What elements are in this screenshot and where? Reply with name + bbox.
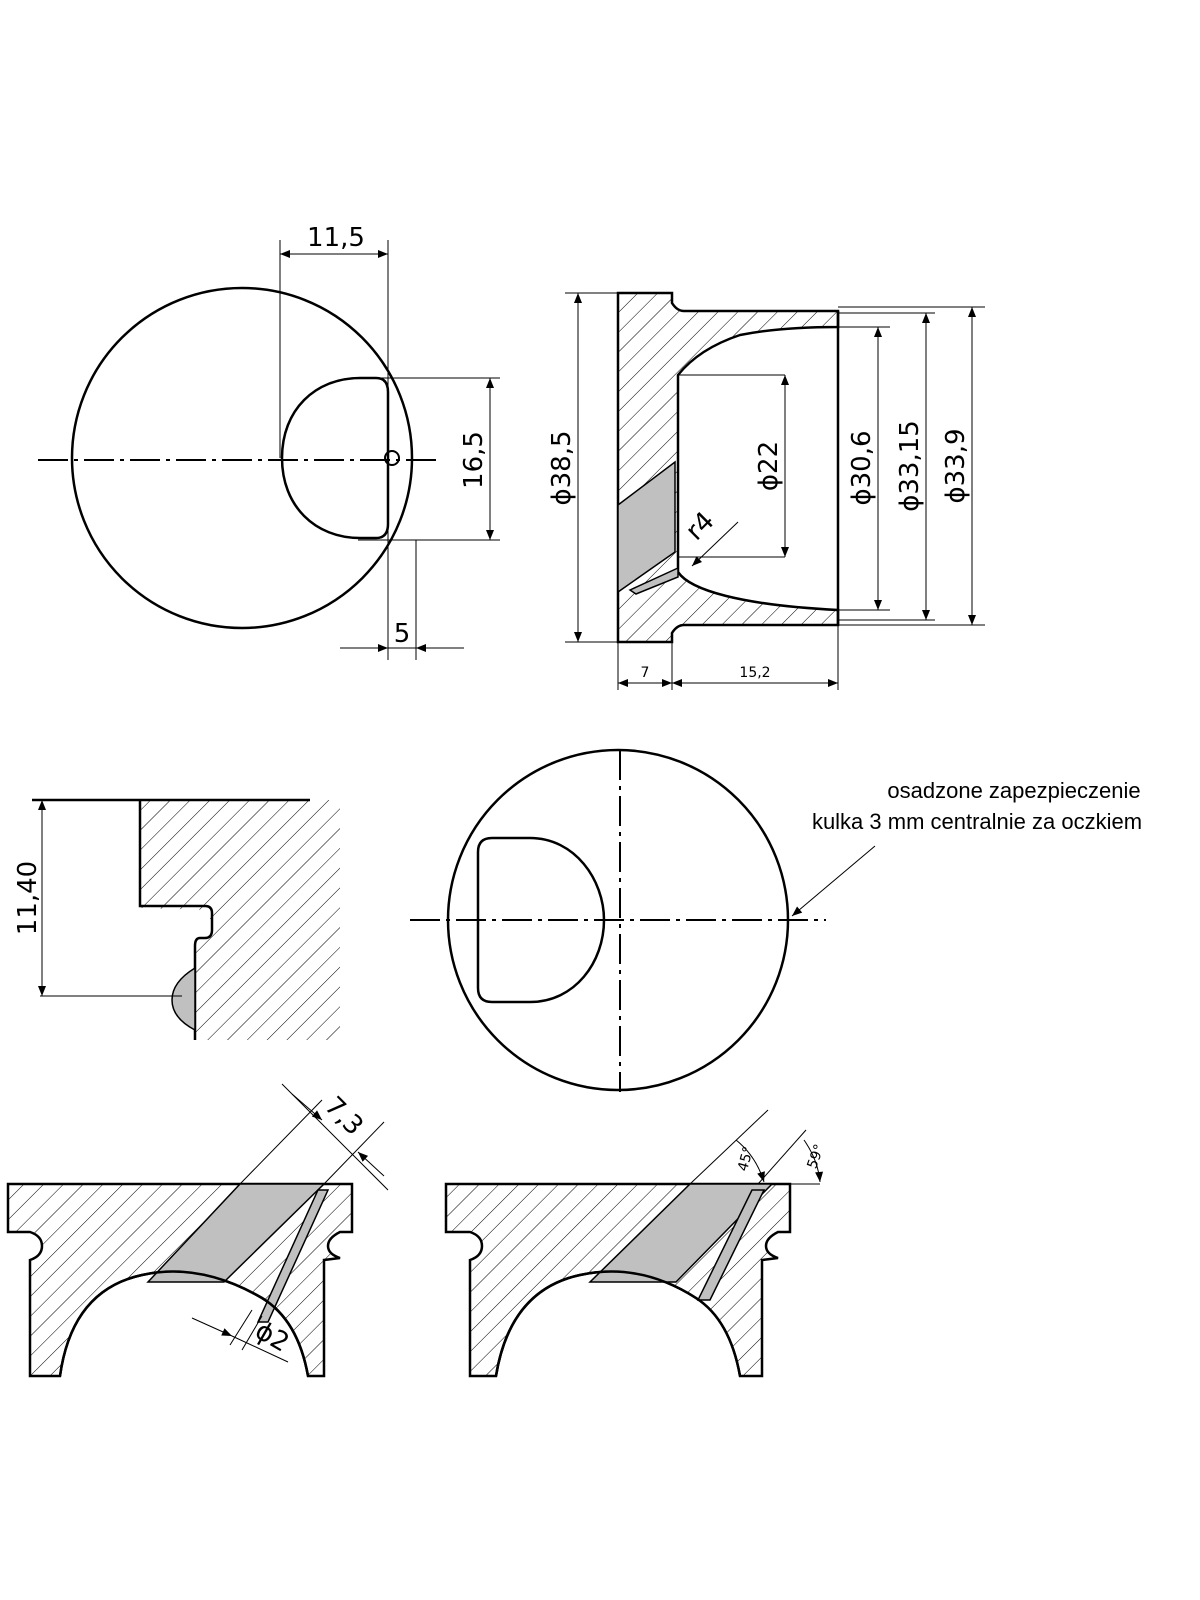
bl-channel-thin (256, 1189, 330, 1323)
dim-line-phi2 (231, 1335, 289, 1363)
bl-channel-wide (146, 1183, 326, 1283)
note-line-1: osadzone zapezpieczenie (887, 778, 1140, 803)
bl-bore-arc (58, 1270, 310, 1377)
d-slot-outline (280, 376, 390, 540)
br-channel-wide (588, 1183, 774, 1283)
extension-line (239, 1099, 323, 1185)
extension-line (757, 1129, 807, 1185)
extension-line (241, 1315, 263, 1351)
view-main-section: ϕ38,5 ϕ22 ϕ30,6 ϕ33,15 ϕ33,9 r4 7 15,2 (547, 291, 985, 690)
extension-line (229, 1309, 253, 1346)
outer-circle-outline (70, 286, 414, 630)
detail-hatched-area (140, 800, 340, 1040)
note-line-2: kulka 3 mm centralnie za oczkiem (812, 809, 1142, 834)
view-front-circle: 11,5 16,5 5 (38, 223, 500, 660)
extension-line (323, 1121, 385, 1185)
dim-arrow-phi2-a (191, 1317, 233, 1337)
dim-flange-length-label: 7 (641, 665, 650, 681)
dim-arrow-73-b (357, 1151, 385, 1177)
angle-arc-59 (803, 1139, 824, 1183)
extension-line (689, 1109, 769, 1185)
dim-width-label: 11,5 (307, 223, 365, 253)
br-channel-thin (696, 1189, 766, 1301)
dim-d33-9-label: ϕ33,9 (941, 428, 971, 503)
dim-d30-label: ϕ30,6 (847, 430, 877, 505)
section-body-hatched (616, 291, 840, 644)
dim-arrow-73-a (291, 1093, 323, 1121)
detail-ball (171, 966, 196, 1032)
dim-d33-15-label: ϕ33,15 (895, 420, 925, 512)
dim-offset-label: 5 (394, 619, 411, 649)
section-channel-thin (628, 566, 679, 595)
note-leader (791, 845, 876, 917)
dim-detail-height-label: 11,40 (13, 861, 43, 935)
ball-hole-outline (384, 450, 400, 466)
dim-width-73-label: 7,3 (318, 1091, 368, 1141)
dim-radius-label: r4 (680, 506, 720, 546)
view-rear-circle: osadzone zapezpieczenie kulka 3 mm centr… (410, 748, 1142, 1092)
br-bore-arc (494, 1270, 742, 1377)
dim-outer-diameter-label: ϕ38,5 (547, 430, 577, 505)
view-bottom-left-section: 7,3 ϕ2 (6, 1083, 389, 1378)
angle-45-label: 45° (735, 1145, 757, 1173)
dim-bore-diameter-label: ϕ22 (754, 441, 784, 491)
angle-arc-45 (735, 1139, 765, 1183)
section-channel-fill (617, 460, 676, 594)
radius-leader (691, 521, 739, 567)
dim-height-label: 16,5 (459, 431, 489, 489)
angle-59-label: 59° (804, 1142, 828, 1171)
view-bottom-right-section: 45° 59° (444, 1109, 828, 1378)
dim-line-width-73 (281, 1083, 389, 1191)
dim-body-length-label: 15,2 (739, 665, 770, 681)
view-detail: 11,40 (13, 798, 340, 1040)
